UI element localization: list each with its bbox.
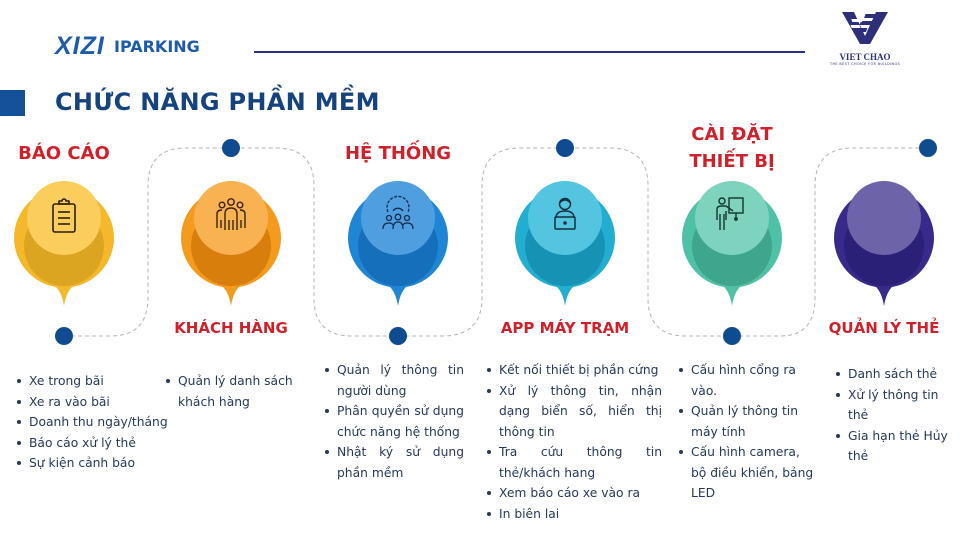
feature-list-khach-hang: Quản lý danh sách khách hàng [165, 371, 313, 412]
feature-list-cai-dat-thiet-bi: Cấu hình cổng ra vào. Quản lý thông tin … [678, 360, 818, 504]
connector-dot [389, 327, 407, 345]
category-label-app-may-tram: APP MÁY TRẠM [500, 319, 630, 337]
connector-dot [222, 139, 240, 157]
category-label-line1: CÀI ĐẶT [691, 124, 773, 145]
iparking-brand-text: IPARKING [114, 37, 200, 56]
feature-list-he-thong: Quản lý thông tin người dùng Phân quyền … [324, 360, 464, 483]
user-laptop-icon [554, 197, 576, 230]
presenter-board-icon [716, 197, 744, 230]
category-label-quan-ly-the: QUẢN LÝ THẺ [828, 319, 940, 337]
customers-group-icon [216, 198, 246, 230]
feature-item: Xe ra vào bãi [16, 392, 191, 413]
connector-dot [723, 327, 741, 345]
viet-chao-name: VIET CHAO [839, 52, 891, 62]
feature-item: Cấu hình camera, bộ điều khiển, bảng LED [678, 442, 818, 504]
page-title: CHỨC NĂNG PHẦN MỀM [55, 88, 380, 116]
pin-khach-hang [181, 181, 281, 306]
feature-item: Quản lý thông tin máy tính [678, 401, 818, 442]
connector-dot [556, 139, 574, 157]
feature-list-quan-ly-the: Danh sách thẻ Xử lý thông tin thẻ Gia hạ… [835, 364, 955, 467]
feature-item: Cấu hình cổng ra vào. [678, 360, 818, 401]
category-label-line2: THIẾT BỊ [689, 151, 775, 172]
feature-item: Xe trong bãi [16, 371, 191, 392]
connector-dot [55, 327, 73, 345]
gear-users-icon [382, 195, 414, 230]
category-label-bao-cao: BÁO CÁO [18, 143, 110, 164]
pin-cai-dat-thiet-bi [682, 181, 782, 306]
feature-item: Kết nối thiết bị phần cứng [486, 360, 662, 381]
feature-item: Gia hạn thẻ Hủy thẻ [835, 426, 955, 467]
feature-item: Xem báo cáo xe vào ra [486, 483, 662, 504]
connector-dot [919, 139, 937, 157]
category-label-cai-dat-thiet-bi: CÀI ĐẶT THIẾT BỊ [662, 121, 802, 175]
category-label-he-thong: HỆ THỐNG [344, 143, 452, 164]
feature-item: In biên lai [486, 504, 662, 525]
feature-item: Xử lý thông tin, nhận dạng biển số, hiển… [486, 381, 662, 443]
feature-item: Doanh thu ngày/tháng [16, 412, 191, 433]
feature-item: Nhật ký sử dụng phần mềm [324, 442, 464, 483]
clipboard-icon [52, 198, 76, 233]
viet-chao-tagline: THE BEST CHOICE FOR BUILDINGS [829, 62, 901, 66]
feature-item: Xử lý thông tin thẻ [835, 385, 955, 426]
feature-item: Phân quyền sử dụng chức năng hệ thống [324, 401, 464, 442]
feature-list-app-may-tram: Kết nối thiết bị phần cứng Xử lý thông t… [486, 360, 662, 524]
xizi-logo: XIZI [55, 32, 105, 60]
pin-quan-ly-the [834, 181, 934, 306]
title-accent-block [0, 90, 25, 116]
viet-chao-emblem-icon [842, 12, 888, 44]
feature-list-bao-cao: Xe trong bãi Xe ra vào bãi Doanh thu ngà… [16, 371, 191, 474]
feature-item: Báo cáo xử lý thẻ [16, 433, 191, 454]
feature-item: Quản lý thông tin người dùng [324, 360, 464, 401]
feature-item: Quản lý danh sách khách hàng [165, 371, 313, 412]
feature-item: Sự kiện cảnh báo [16, 453, 191, 474]
viet-chao-logo: VIET CHAO THE BEST CHOICE FOR BUILDINGS [820, 10, 910, 66]
pin-he-thong [348, 181, 448, 306]
feature-item: Danh sách thẻ [835, 364, 955, 385]
category-label-khach-hang: KHÁCH HÀNG [174, 319, 288, 337]
pin-app-may-tram [515, 181, 615, 306]
header-divider [254, 51, 805, 53]
feature-item: Tra cứu thông tin thẻ/khách hang [486, 442, 662, 483]
pin-bao-cao [14, 181, 114, 306]
